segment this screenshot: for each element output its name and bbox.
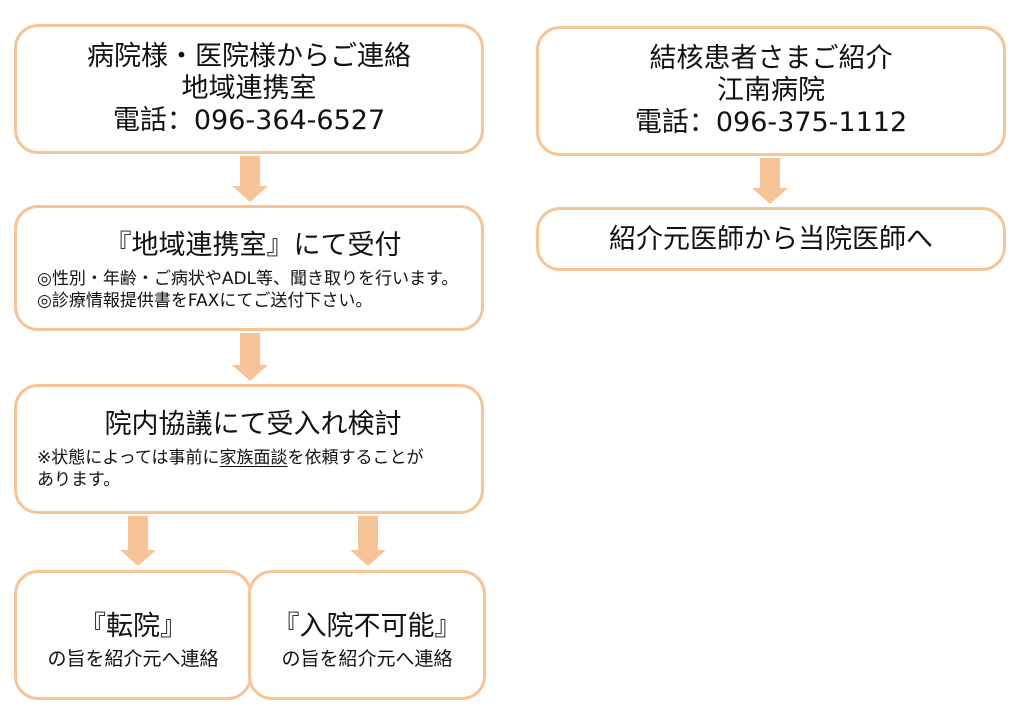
deliberation-title: 院内協議にて受入れ検討 <box>104 409 402 440</box>
tb-referral-box: 結核患者さまご紹介 江南病院 電話：096-375-1112 <box>536 26 1006 156</box>
doctor-to-doctor-box: 紹介元医師から当院医師へ <box>536 207 1006 271</box>
arrow-shaft <box>358 516 378 550</box>
contact-phone: 電話：096-364-6527 <box>112 104 386 136</box>
contact-box: 病院様・医院様からご連絡 地域連携室 電話：096-364-6527 <box>14 24 484 154</box>
arrow-contact-to-reception <box>232 156 268 202</box>
arrow-head <box>232 186 268 202</box>
reception-title: 『地域連携室』にて受付 <box>104 230 402 261</box>
reception-note-1: ◎性別・年齢・ご病状やADL等、聞き取りを行います。 <box>37 268 459 289</box>
deliberation-note-after: を依頼することが <box>287 447 424 468</box>
transfer-title: 『転院』 <box>79 611 187 642</box>
arrow-shaft <box>240 156 260 186</box>
contact-line1: 病院様・医院様からご連絡 <box>87 41 411 72</box>
arrow-head <box>120 550 156 566</box>
transfer-box: 『転院』 の旨を紹介元へ連絡 <box>14 570 252 700</box>
tb-referral-line1: 結核患者さまご紹介 <box>649 43 893 74</box>
arrow-shaft <box>240 333 260 365</box>
tb-referral-phone: 電話：096-375-1112 <box>634 106 908 138</box>
deliberation-note-before: ※状態によっては事前に <box>37 447 220 468</box>
arrow-to-not-possible <box>350 516 386 566</box>
transfer-subtitle: の旨を紹介元へ連絡 <box>47 647 219 670</box>
arrow-shaft <box>128 516 148 550</box>
reception-box: 『地域連携室』にて受付 ◎性別・年齢・ご病状やADL等、聞き取りを行います。 ◎… <box>14 205 484 331</box>
arrow-head <box>350 550 386 566</box>
deliberation-note: ※状態によっては事前に家族面談を依頼することが <box>37 447 469 469</box>
not-possible-subtitle: の旨を紹介元へ連絡 <box>281 647 453 670</box>
deliberation-box: 院内協議にて受入れ検討 ※状態によっては事前に家族面談を依頼することが あります… <box>14 384 484 514</box>
arrow-tb-to-doctor <box>752 158 788 204</box>
tb-referral-line2: 江南病院 <box>717 74 825 106</box>
reception-note-2: ◎診療情報提供書をFAXにてご送付下さい。 <box>37 290 373 311</box>
arrow-to-transfer <box>120 516 156 566</box>
not-possible-box: 『入院不可能』 の旨を紹介元へ連絡 <box>248 570 486 700</box>
not-possible-title: 『入院不可能』 <box>272 611 462 642</box>
deliberation-note-line2: あります。 <box>37 469 121 490</box>
family-interview-text: 家族面談 <box>219 447 288 468</box>
contact-line2: 地域連携室 <box>181 72 317 104</box>
arrow-reception-to-deliberation <box>232 333 268 381</box>
arrow-shaft <box>760 158 780 188</box>
arrow-head <box>752 188 788 204</box>
arrow-head <box>232 365 268 381</box>
doctor-to-doctor-text: 紹介元医師から当院医師へ <box>609 224 933 255</box>
